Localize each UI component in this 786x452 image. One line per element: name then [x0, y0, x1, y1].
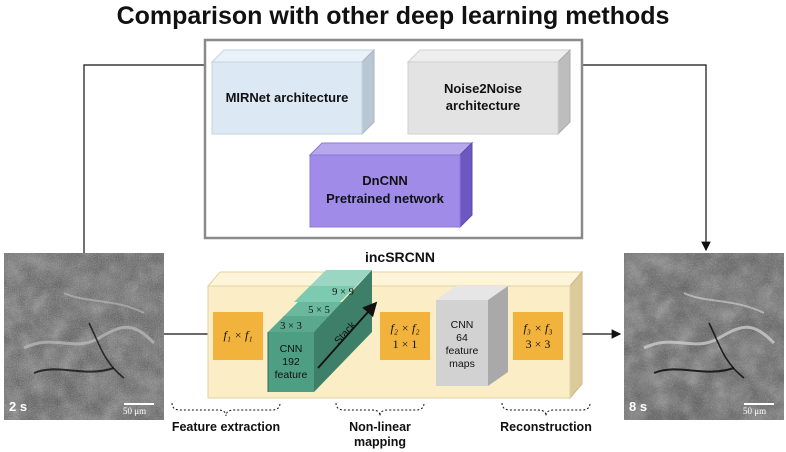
noise2noise-label: Noise2Noise architecture: [408, 80, 558, 114]
f3-label-line2: 3 × 3: [525, 337, 551, 351]
stack-kernel-3x3: 3 × 3: [280, 321, 302, 332]
stage-nonlinear-line1: Non-linear: [349, 420, 411, 434]
input-sem-image: 2 s 50 μm: [4, 253, 164, 420]
output-time-label: 8 s: [629, 399, 648, 414]
f2-label-line1: f₂ × f₂: [390, 321, 420, 335]
stage-nonlinear-line2: mapping: [353, 435, 407, 449]
f3-label: f₃ × f₃ 3 × 3: [513, 320, 563, 352]
input-scale-bar-label: 50 μm: [123, 406, 147, 416]
stage-reconstruction: Reconstruction: [500, 420, 592, 434]
cnn192-line2: 192: [282, 356, 300, 368]
mirnet-label: MIRNet architecture: [225, 90, 349, 105]
cnn64-label: CNN 64 feature maps: [436, 319, 488, 371]
dncnn-label: DnCNN Pretrained network: [310, 172, 460, 208]
cnn64-cube: [436, 286, 508, 386]
noise2noise-label-line2: architecture: [445, 98, 521, 113]
cnn64-line2: 64: [456, 332, 468, 344]
dncnn-label-line1: DnCNN: [362, 173, 408, 188]
output-sem-image: 8 s 50 μm: [624, 253, 784, 420]
mirnet-block[interactable]: [210, 48, 376, 136]
stage-braces: [171, 402, 591, 417]
stack-kernel-9x9: 9 × 9: [332, 287, 354, 298]
f2-label: f₂ × f₂ 1 × 1: [380, 320, 430, 352]
input-time-label: 2 s: [9, 399, 28, 414]
input-sem-texture: [4, 253, 164, 420]
noise2noise-block[interactable]: [406, 48, 572, 136]
dncnn-block[interactable]: [308, 141, 474, 229]
f2-label-line2: 1 × 1: [392, 337, 418, 351]
cnn192-label: CNN 192 feature: [268, 343, 314, 382]
cnn64-line4: maps: [449, 358, 475, 370]
cnn64-line1: CNN: [450, 319, 474, 331]
cnn64-line3: feature: [445, 345, 479, 357]
output-sem-texture: [624, 253, 784, 420]
output-scale-bar: [744, 403, 774, 405]
stage-feature-extraction: Feature extraction: [171, 420, 281, 434]
f1-filter-box: [213, 312, 263, 360]
cnn192-line3: feature: [274, 369, 308, 381]
input-scale-bar: [124, 403, 154, 405]
connector-lines: [83, 64, 711, 339]
f3-label-line1: f₃ × f₃: [523, 321, 553, 335]
dncnn-label-line2: Pretrained network: [326, 191, 444, 206]
noise2noise-label-line1: Noise2Noise: [443, 81, 523, 96]
cnn-stack-cube: [267, 270, 378, 392]
cnn192-line1: CNN: [279, 343, 303, 355]
incsrcnn-label: incSRCNN: [364, 249, 435, 265]
f2-filter-box: [380, 312, 430, 360]
f3-filter-box: [513, 312, 563, 360]
output-scale-bar-label: 50 μm: [743, 406, 767, 416]
stage-nonlinear-mapping: Non-linear mapping: [330, 420, 430, 450]
f1-label: f₁ × f₁: [223, 328, 253, 342]
stack-kernel-5x5: 5 × 5: [308, 305, 330, 316]
figure-title: Comparison with other deep learning meth…: [116, 2, 670, 30]
